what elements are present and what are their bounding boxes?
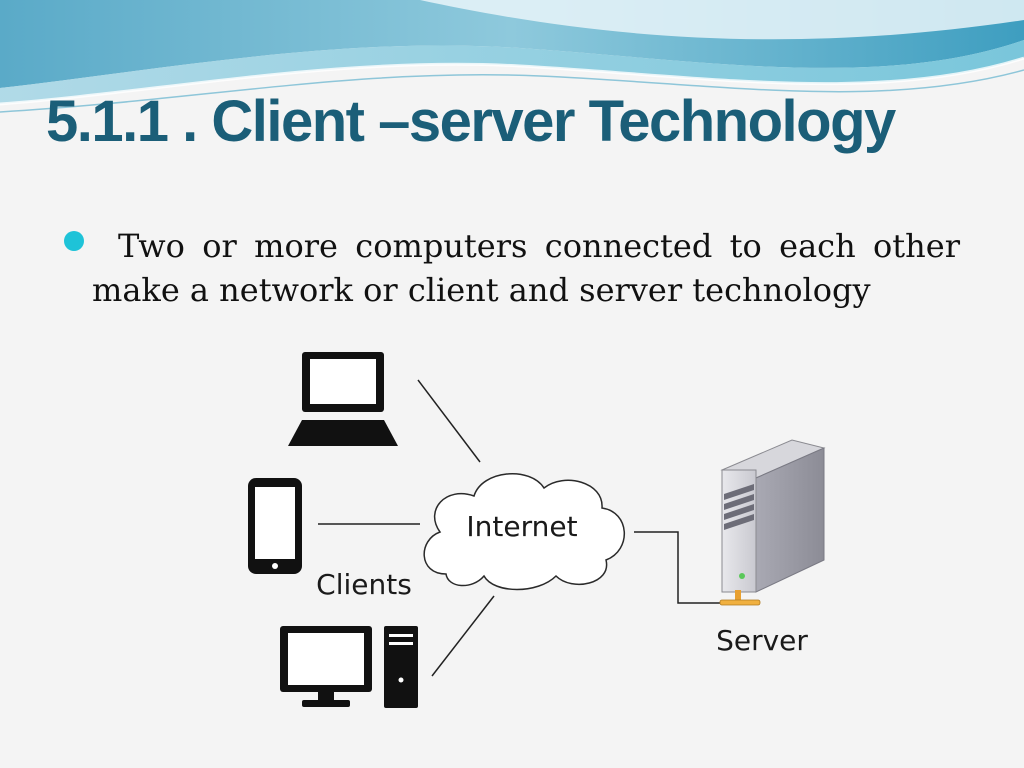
server-link [634,531,720,604]
desktop-monitor-icon [280,626,372,707]
clients-label: Clients [316,568,412,601]
laptop-link [417,379,481,463]
bullet-text: Two or more computers connected to each … [92,227,960,309]
wave-header [0,0,1024,113]
bullet-dot-icon [64,231,84,251]
network-port-icon [719,590,761,606]
cloud-icon [423,472,625,591]
server-label: Server [716,624,808,657]
cloud-label: Internet [466,510,577,543]
connector-lines [318,379,720,677]
laptop-icon [288,352,398,446]
bullet-point: Two or more computers connected to each … [92,224,960,312]
server-tower-icon [720,439,826,593]
desktop-link [431,595,495,677]
smartphone-icon [248,478,302,574]
tower-pc-icon [384,626,418,708]
slide-title: 5.1.1 . Client –server Technology [46,89,896,154]
